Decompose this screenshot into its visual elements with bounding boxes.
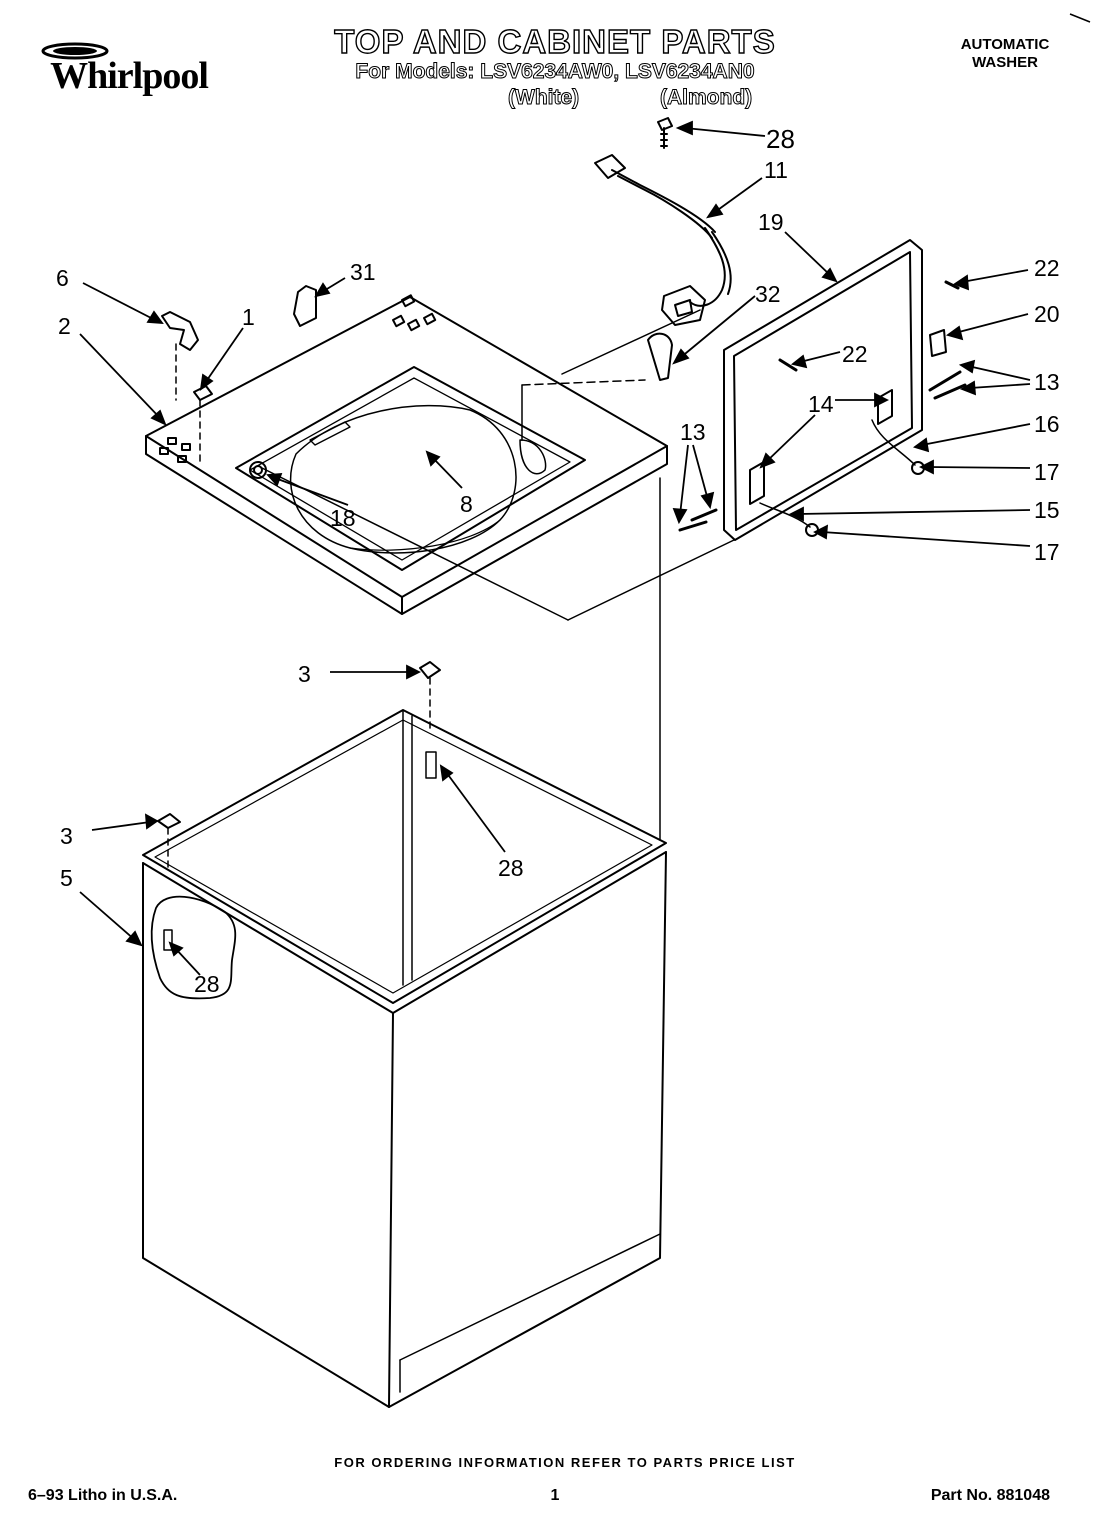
callout-5: 5 xyxy=(60,865,73,891)
callout-18: 18 xyxy=(330,505,356,531)
models-line: For Models: LSV6234AW0, LSV6234AN0 xyxy=(355,60,755,84)
callout-28-mid: 28 xyxy=(498,855,524,881)
console-frame xyxy=(678,239,967,541)
cabinet-body xyxy=(142,661,667,1408)
brand-wordmark: Whirlpool xyxy=(50,55,209,97)
ordering-info: FOR ORDERING INFORMATION REFER TO PARTS … xyxy=(334,1455,796,1470)
clip-part xyxy=(293,285,317,327)
corner-mark xyxy=(1069,13,1091,23)
callout-22-inner: 22 xyxy=(842,341,868,367)
callout-19: 19 xyxy=(758,209,784,235)
callout-3-lower: 3 xyxy=(60,823,73,849)
callout-17-lower: 17 xyxy=(1034,539,1060,565)
callout-16: 16 xyxy=(1034,411,1060,437)
hinge-part xyxy=(161,311,199,351)
callout-3-upper: 3 xyxy=(298,661,311,687)
product-type-line2: WASHER xyxy=(972,54,1038,71)
logo-swoosh-icon xyxy=(41,42,109,60)
whirlpool-logo: Whirlpool xyxy=(34,42,224,102)
callout-20: 20 xyxy=(1034,301,1060,327)
callout-32: 32 xyxy=(755,281,781,307)
lid-switch-harness xyxy=(594,117,732,326)
page-number: 1 xyxy=(550,1487,560,1504)
guide-line-cup xyxy=(521,379,646,386)
callout-labels: 28 11 19 22 20 6 31 32 1 2 22 13 14 16 1… xyxy=(56,124,1060,997)
callout-15: 15 xyxy=(1034,497,1060,523)
color-label-white: (White) xyxy=(507,86,580,110)
callout-28-top: 28 xyxy=(766,124,795,154)
callout-6: 6 xyxy=(56,265,69,291)
litho-note: 6–93 Litho in U.S.A. xyxy=(28,1487,178,1504)
callout-13-left: 13 xyxy=(680,419,706,445)
callout-2: 2 xyxy=(58,313,71,339)
callout-31: 31 xyxy=(350,259,376,285)
callout-1: 1 xyxy=(242,304,255,330)
callout-22-right: 22 xyxy=(1034,255,1060,281)
washer-top-panel xyxy=(145,294,668,615)
callout-leaders xyxy=(79,120,1031,976)
callout-13-right: 13 xyxy=(1034,369,1060,395)
product-type: AUTOMATIC WASHER xyxy=(940,36,1070,72)
product-type-line1: AUTOMATIC xyxy=(960,36,1050,53)
page-title: TOP AND CABINET PARTS xyxy=(334,23,776,60)
callout-8: 8 xyxy=(460,491,473,517)
bleach-cup-part xyxy=(647,332,673,381)
color-label-almond: (Almond) xyxy=(659,86,753,110)
part-number: Part No. 881048 xyxy=(930,1487,1050,1504)
callout-17-upper: 17 xyxy=(1034,459,1060,485)
callout-28-lower: 28 xyxy=(194,971,220,997)
callout-14: 14 xyxy=(808,391,834,417)
callout-11: 11 xyxy=(764,157,788,183)
